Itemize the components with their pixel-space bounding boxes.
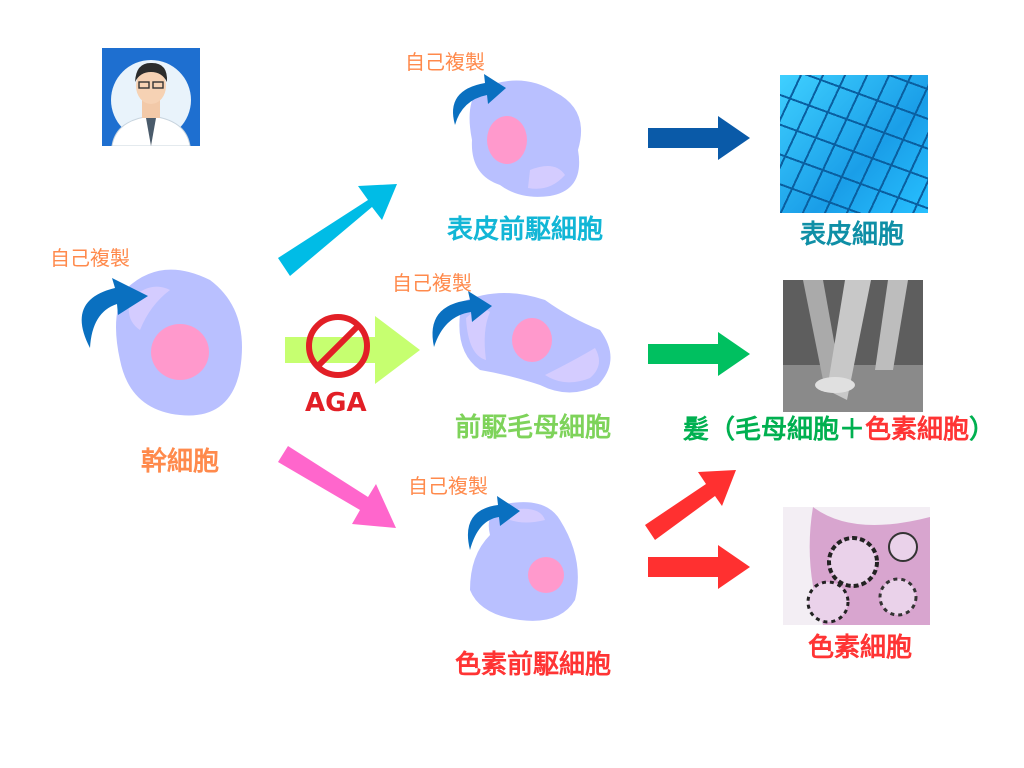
hair-result-pigment: 色素細胞: [865, 415, 970, 445]
pigment-cell-label: 色素細胞: [807, 633, 913, 663]
epidermal-cell-label: 表皮細胞: [799, 220, 905, 250]
pigment-progenitor-label: 色素前駆細胞: [454, 650, 612, 680]
pigment-self-renewal-label: 自己複製: [408, 474, 488, 498]
hair-sem-image: [783, 280, 923, 412]
arrow-to-pigment: [278, 446, 396, 528]
curved-arrow-icon: [432, 291, 492, 347]
arrow-to-pigment-cell: [648, 545, 750, 589]
hair-self-renewal-label: 自己複製: [392, 271, 472, 295]
arrow-to-epidermal-cell: [648, 116, 750, 160]
epidermal-progenitor-cell: [469, 80, 582, 197]
epidermal-progenitor-label: 表皮前駆細胞: [446, 215, 604, 245]
arrow-to-hair-cell: [648, 332, 750, 376]
stem-self-renewal-label: 自己複製: [50, 246, 130, 270]
pigment-cell-image: [783, 507, 930, 625]
hair-result-prefix: 髪（毛母細胞＋: [683, 415, 866, 445]
arrow-pigment-to-hair: [645, 470, 736, 540]
aga-label: AGA: [305, 388, 367, 418]
curved-arrow-icon: [81, 278, 148, 348]
epidermal-self-renewal-label: 自己複製: [405, 50, 485, 74]
prohibited-icon: [306, 314, 370, 378]
hair-result-label: 髪（毛母細胞＋色素細胞）: [683, 417, 995, 443]
doctor-avatar: [102, 48, 200, 146]
pigment-progenitor-cell: [470, 502, 578, 621]
arrow-to-hair: [285, 316, 420, 384]
hair-progenitor-label: 前駆毛母細胞: [454, 413, 612, 443]
stem-cell-label: 幹細胞: [140, 447, 220, 477]
epidermal-cell-image: [780, 75, 928, 213]
arrow-to-epidermal: [278, 184, 397, 276]
curved-arrow-icon: [453, 74, 506, 125]
hair-progenitor-cell: [459, 292, 611, 393]
curved-arrow-icon: [467, 496, 520, 550]
hair-result-suffix: ）: [969, 415, 996, 445]
